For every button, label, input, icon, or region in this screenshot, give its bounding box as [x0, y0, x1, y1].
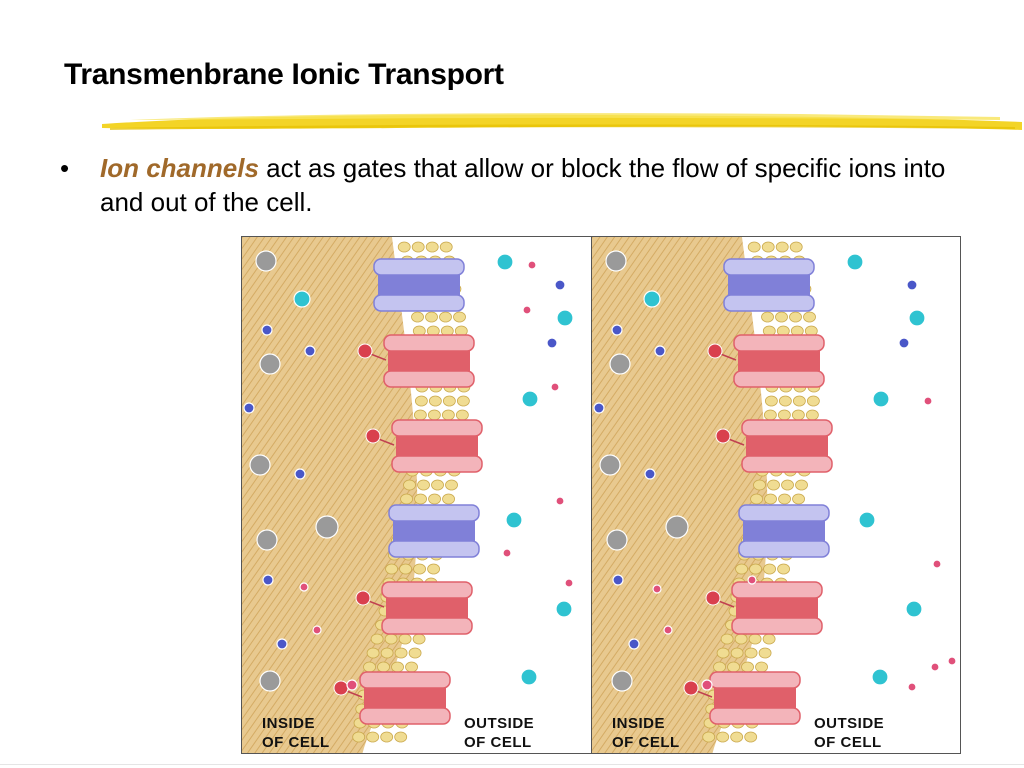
blue-ion: [628, 638, 640, 650]
cyan-ion: [872, 390, 890, 408]
ion-channel-open: [738, 504, 830, 558]
outside-cell-label: OUTSIDE OF CELL: [464, 715, 535, 751]
cyan-ion: [846, 253, 864, 271]
ion-channel-figure: INSIDE OF CELL OUTSIDE OF CELL INSIDE OF…: [241, 236, 961, 754]
gray-ion: [256, 529, 278, 551]
blue-ion: [262, 574, 274, 586]
gray-ion: [315, 515, 339, 539]
blue-ion: [644, 468, 656, 480]
gated-channel-closed: [683, 671, 801, 725]
inside-cell-label: INSIDE OF CELL: [262, 715, 330, 751]
pink-ion: [747, 575, 757, 585]
membrane-panel-right: INSIDE OF CELL OUTSIDE OF CELL: [591, 236, 961, 754]
gray-ion: [606, 529, 628, 551]
pink-ion: [663, 625, 673, 635]
slide-title: Transmenbrane Ionic Transport: [64, 58, 504, 91]
membrane-illustration: [592, 237, 957, 753]
blue-ion: [554, 279, 566, 291]
pink-ion: [522, 305, 532, 315]
gray-ion: [599, 454, 621, 476]
cyan-ion: [520, 668, 538, 686]
pink-ion: [312, 625, 322, 635]
pink-ion: [502, 548, 512, 558]
gated-channel-closed: [333, 671, 451, 725]
cyan-ion: [496, 253, 514, 271]
gated-channel-closed: [357, 334, 475, 388]
blue-ion: [294, 468, 306, 480]
cyan-ion: [293, 290, 311, 308]
ion-channel-open: [373, 258, 465, 312]
bullet-text: Ion channels act as gates that allow or …: [100, 151, 960, 219]
blue-ion: [612, 574, 624, 586]
blue-ion: [654, 345, 666, 357]
gray-ion: [259, 353, 281, 375]
gray-ion: [249, 454, 271, 476]
pink-ion: [550, 382, 560, 392]
bullet-symbol: •: [60, 153, 70, 183]
cyan-ion: [908, 309, 926, 327]
outside-cell-label: OUTSIDE OF CELL: [814, 715, 885, 751]
gated-channel-closed: [355, 581, 473, 635]
gated-channel-closed: [707, 334, 825, 388]
gray-ion: [609, 353, 631, 375]
pink-ion: [527, 260, 537, 270]
title-underline-brush: [102, 113, 1022, 130]
cyan-ion: [521, 390, 539, 408]
pink-ion: [932, 559, 942, 569]
cyan-ion: [505, 511, 523, 529]
pink-ion: [907, 682, 917, 692]
ion-channel-open: [723, 258, 815, 312]
gated-channel-closed: [705, 581, 823, 635]
gray-ion: [665, 515, 689, 539]
blue-ion: [906, 279, 918, 291]
gray-ion: [611, 670, 633, 692]
cyan-ion: [556, 309, 574, 327]
membrane-panel-left: INSIDE OF CELL OUTSIDE OF CELL: [241, 236, 599, 754]
inside-cell-label: INSIDE OF CELL: [612, 715, 680, 751]
blue-ion: [593, 402, 605, 414]
blue-ion: [611, 324, 623, 336]
pink-ion: [555, 496, 565, 506]
blue-ion: [276, 638, 288, 650]
gray-ion: [255, 250, 277, 272]
cyan-ion: [555, 600, 573, 618]
pink-ion: [947, 656, 957, 666]
blue-ion: [546, 337, 558, 349]
pink-ion: [652, 584, 662, 594]
blue-ion: [261, 324, 273, 336]
pink-ion: [701, 679, 713, 691]
gated-channel-closed: [365, 419, 483, 473]
ion-channel-open: [388, 504, 480, 558]
footer-divider: [0, 764, 1024, 765]
gray-ion: [605, 250, 627, 272]
cyan-ion: [643, 290, 661, 308]
cytoplasm-area: [242, 237, 418, 753]
membrane-illustration: [242, 237, 574, 753]
gray-ion: [259, 670, 281, 692]
pink-ion: [930, 662, 940, 672]
blue-ion: [898, 337, 910, 349]
blue-ion: [304, 345, 316, 357]
bullet-body: act as gates that allow or block the flo…: [100, 153, 946, 217]
cyan-ion: [871, 668, 889, 686]
pink-ion: [346, 679, 358, 691]
pink-ion: [299, 582, 309, 592]
cytoplasm-area: [592, 237, 768, 753]
cyan-ion: [905, 600, 923, 618]
pink-ion: [923, 396, 933, 406]
blue-ion: [243, 402, 255, 414]
bullet-emphasis: Ion channels: [100, 153, 259, 183]
cyan-ion: [858, 511, 876, 529]
gated-channel-closed: [715, 419, 833, 473]
pink-ion: [564, 578, 574, 588]
